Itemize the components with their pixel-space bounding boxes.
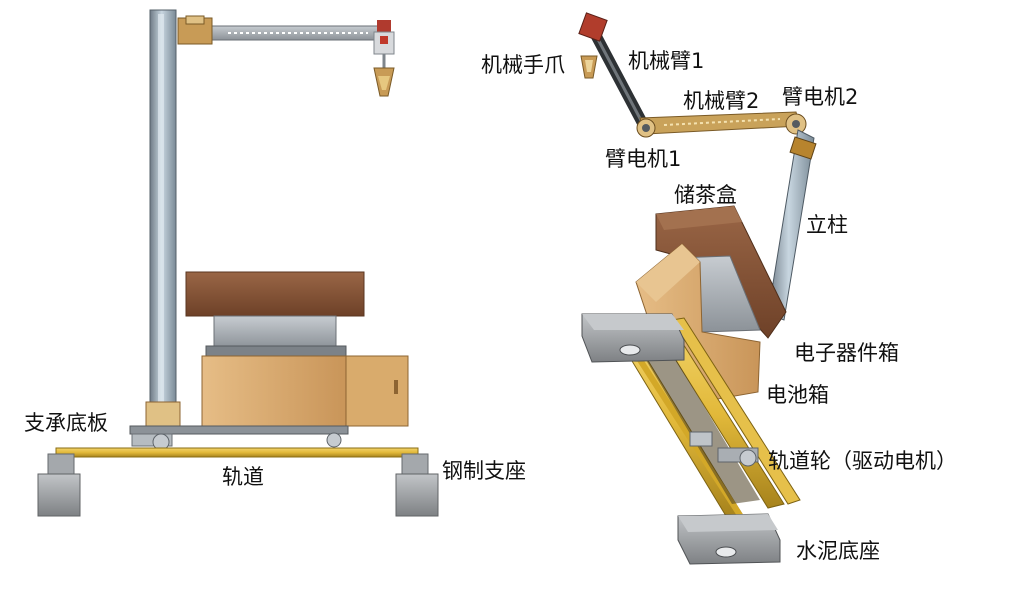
left-steel-support-left <box>37 453 81 517</box>
label-tea-box: 储茶盒 <box>674 183 737 207</box>
label-arm-motor1: 臂电机1 <box>605 147 681 171</box>
right-track-wheel <box>689 431 759 467</box>
label-arm1: 机械臂1 <box>628 49 704 73</box>
left-gripper <box>373 20 395 97</box>
label-column: 立柱 <box>806 213 848 237</box>
right-arm1 <box>578 12 650 132</box>
left-steel-support-right <box>395 453 439 517</box>
label-track: 轨道 <box>222 465 264 489</box>
right-gripper <box>580 55 598 79</box>
left-tea-box <box>185 271 365 317</box>
right-iso-view: 机械手爪 机械臂1 机械臂2 臂电机2 臂电机1 储茶盒 立柱 电子器件箱 电池… <box>481 12 957 565</box>
label-cement-base: 水泥底座 <box>796 539 880 563</box>
label-battery-box: 电池箱 <box>766 383 829 407</box>
left-track-rail <box>55 447 419 458</box>
left-track-wheels <box>152 432 342 451</box>
left-battery-box <box>201 355 409 427</box>
right-column <box>767 129 817 321</box>
label-track-wheel: 轨道轮（驱动电机） <box>768 449 957 473</box>
label-steel-support: 钢制支座 <box>442 459 526 483</box>
label-gripper: 机械手爪 <box>481 53 565 77</box>
right-cement-base-top <box>581 313 685 363</box>
left-front-view: 支承底板 轨道 钢制支座 <box>24 9 526 517</box>
left-top-arm <box>177 15 383 45</box>
right-cement-base-bottom <box>677 513 781 565</box>
label-base-plate: 支承底板 <box>24 411 108 435</box>
right-arm2 <box>639 111 801 135</box>
label-arm-motor2: 臂电机2 <box>782 85 858 109</box>
right-arm-motor1 <box>636 118 656 138</box>
left-electronics-box <box>205 315 347 359</box>
left-column <box>149 9 177 409</box>
label-electronics-box: 电子器件箱 <box>794 341 899 365</box>
right-arm-motor2 <box>785 113 807 135</box>
label-arm2: 机械臂2 <box>683 89 759 113</box>
right-frame-rails <box>611 317 801 542</box>
